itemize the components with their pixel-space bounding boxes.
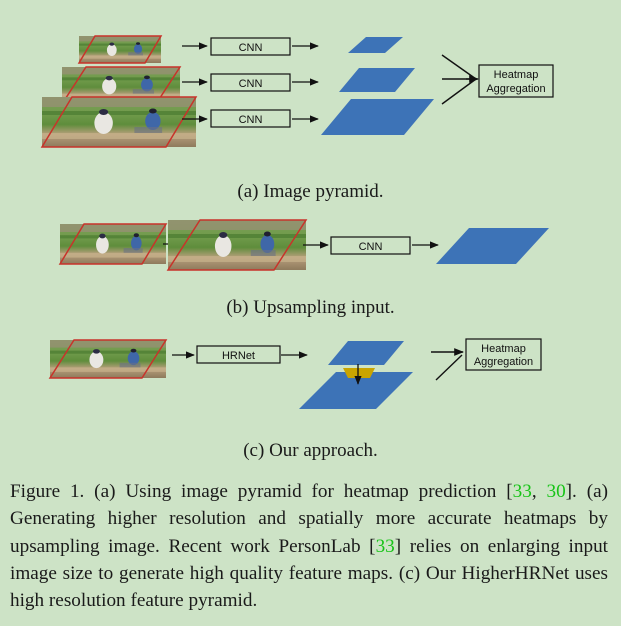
caption-middle: ]. (a) Generating higher resolution and … bbox=[10, 481, 609, 557]
cnn-label: CNN bbox=[239, 78, 263, 90]
heatmap-aggregation-box-a: Heatmap Aggregation bbox=[478, 64, 554, 98]
input-image-b bbox=[58, 223, 168, 265]
heatmap-aggregation-box-c: Heatmap Aggregation bbox=[465, 338, 542, 371]
citation-link[interactable]: 33 bbox=[375, 535, 395, 557]
feature-map-low-res bbox=[328, 341, 404, 365]
cnn-label: CNN bbox=[239, 114, 263, 126]
cnn-box-3: CNN bbox=[210, 109, 291, 128]
input-image-small bbox=[77, 35, 163, 64]
panel-a: CNN CNN CNN Heatmap Aggregation bbox=[40, 35, 554, 148]
heatmap-label-line1: Heatmap bbox=[481, 343, 526, 355]
caption-prefix: Figure 1. (a) Using image pyramid for he… bbox=[10, 481, 513, 502]
feature-map-large bbox=[321, 99, 434, 135]
cnn-box-2: CNN bbox=[210, 73, 291, 92]
caption-separator: , bbox=[531, 481, 537, 502]
subcaption-a: (a) Image pyramid. bbox=[237, 181, 384, 202]
panel-b: CNN bbox=[58, 219, 549, 271]
input-image-c bbox=[48, 339, 168, 379]
heatmap-label-line2: Aggregation bbox=[486, 83, 545, 95]
hrnet-label: HRNet bbox=[222, 350, 255, 362]
caption-suffix: ] relies on enlarging input image size t… bbox=[10, 535, 609, 612]
figure-diagram: CNN CNN CNN Heatmap Aggregation bbox=[40, 35, 554, 409]
deconv-module bbox=[343, 368, 375, 378]
citation-link[interactable]: 30 bbox=[546, 481, 566, 502]
feature-map-medium bbox=[339, 68, 415, 92]
figure-caption: Figure 1. (a) Using image pyramid for he… bbox=[10, 478, 608, 614]
panel-c: HRNet Heatmap Aggregation bbox=[48, 338, 542, 409]
heatmap-label-line1: Heatmap bbox=[494, 69, 539, 81]
feature-map-high-res bbox=[299, 372, 413, 409]
feature-map-small bbox=[348, 37, 403, 53]
citation-link[interactable]: 33 bbox=[512, 481, 532, 502]
feature-map-b bbox=[436, 228, 549, 264]
cnn-box-b: CNN bbox=[330, 236, 411, 255]
cnn-box-1: CNN bbox=[210, 37, 291, 56]
cnn-label: CNN bbox=[239, 42, 263, 54]
subcaption-b: (b) Upsampling input. bbox=[226, 297, 395, 318]
subcaption-c: (c) Our approach. bbox=[243, 440, 378, 461]
cnn-label: CNN bbox=[359, 241, 383, 253]
hrnet-box: HRNet bbox=[196, 345, 281, 364]
heatmap-label-line2: Aggregation bbox=[474, 356, 533, 368]
input-image-large bbox=[40, 96, 198, 148]
upsampled-image-b bbox=[166, 219, 308, 271]
